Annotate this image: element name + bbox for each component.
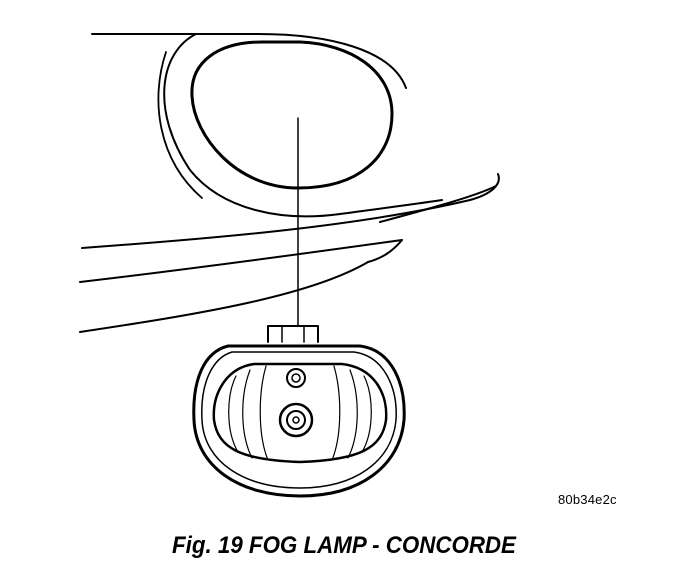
lens-optics xyxy=(228,365,372,461)
aiming-screw xyxy=(286,368,306,388)
figure-caption: Fig. 19 FOG LAMP - CONCORDE xyxy=(172,532,516,559)
bulb-center xyxy=(278,402,314,438)
mounting-tab xyxy=(267,325,319,343)
lamp-lens xyxy=(212,362,388,464)
lamp-housing-outer xyxy=(192,344,406,498)
fog-lamp-opening xyxy=(190,40,394,190)
lamp-housing-inner xyxy=(201,351,397,489)
fog-lamp-assembly xyxy=(192,325,406,498)
figure-reference-code: 80b34e2c xyxy=(558,492,617,507)
bumper-fascia xyxy=(79,33,500,333)
